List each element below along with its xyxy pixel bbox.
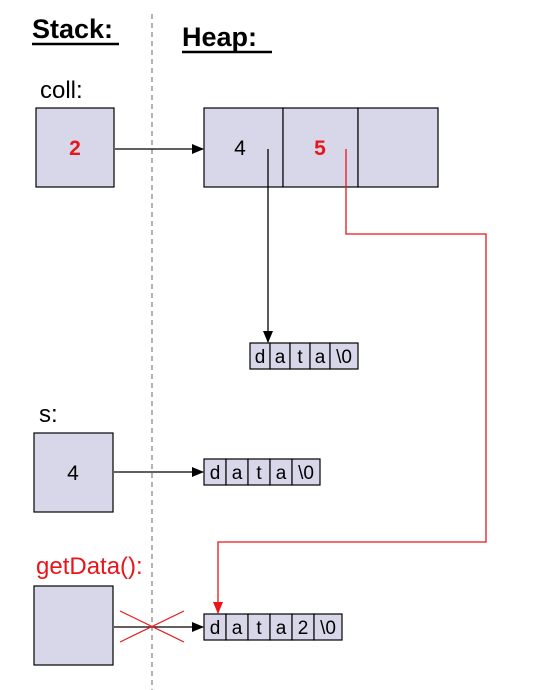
char: t [256, 618, 262, 639]
char: \0 [336, 347, 352, 368]
char: d [210, 463, 221, 484]
char-cell [291, 458, 321, 486]
heap-header: Heap: [182, 22, 257, 52]
stack-header: Stack: [32, 14, 113, 44]
char: \0 [320, 618, 336, 639]
char: a [275, 347, 286, 368]
getdata-string-array: d a t a 2 \0 [203, 613, 343, 641]
s-stack-value: 4 [67, 462, 79, 485]
coll-stack-value: 2 [69, 137, 81, 160]
coll-label: coll: [40, 77, 83, 104]
char-cell [329, 342, 359, 370]
s-stack-box [33, 432, 114, 513]
getdata-label: getData(): [36, 553, 143, 580]
heap-cell-0-value: 4 [234, 137, 246, 160]
char: a [276, 618, 287, 639]
s-string-array: d a t a \0 [203, 458, 321, 486]
char: a [232, 618, 243, 639]
char: a [232, 463, 243, 484]
char: d [255, 347, 266, 368]
heap-cell-2 [357, 107, 439, 188]
char: t [256, 463, 262, 484]
char: d [210, 618, 221, 639]
invalidated-cross-icon [119, 610, 185, 643]
heap-cell-1-red-pointer-arrow [213, 149, 487, 614]
heap-cell-1-value: 5 [314, 137, 326, 160]
coll-stack-box [35, 107, 115, 188]
heap-cell-0 [203, 107, 284, 188]
char-cell [313, 613, 343, 641]
getdata-stack-box [33, 585, 114, 666]
char: a [276, 463, 287, 484]
coll-string-array: d a t a \0 [249, 342, 359, 370]
char: 2 [298, 618, 309, 639]
heap-block: 4 5 [203, 107, 439, 188]
s-label: s: [39, 401, 58, 428]
char: a [315, 347, 326, 368]
char: t [297, 347, 303, 368]
char: \0 [298, 463, 314, 484]
